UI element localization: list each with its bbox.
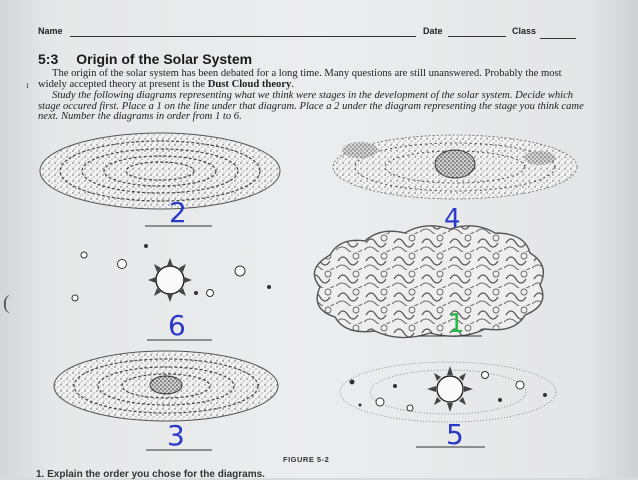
diagram-top-left: [39, 132, 281, 227]
class-line[interactable]: [540, 38, 576, 39]
answer-middle-left: 6: [168, 309, 186, 342]
diagram-middle-right: [313, 225, 544, 339]
name-label: Name: [38, 26, 63, 36]
theory-name: Dust Cloud theory: [207, 78, 292, 90]
instructions-paragraph: Study the following diagrams representin…: [38, 90, 586, 123]
class-label: Class: [512, 26, 537, 36]
section-number: 5:3: [38, 51, 59, 67]
name-line[interactable]: [70, 36, 416, 37]
answer-bottom-left: 3: [167, 419, 185, 452]
answer-top-left: 2: [169, 196, 187, 229]
diagram-bottom-left: [53, 350, 279, 451]
diagram-middle-left: [71, 244, 271, 341]
answer-bottom-right: 5: [446, 418, 464, 451]
answer-top-right: 4: [444, 204, 461, 234]
intro-sentence-2-suffix: .: [291, 78, 294, 90]
margin-paren-mark: (: [3, 292, 10, 314]
intro-paragraph: The origin of the solar system has been …: [38, 68, 586, 90]
intro-sentence-2-prefix: Probably the most widely accepted theory…: [38, 68, 562, 90]
diagram-top-right: [332, 134, 578, 231]
date-label: Date: [423, 26, 443, 36]
margin-dot-mark: ı: [26, 80, 29, 91]
answer-middle-right: 1: [448, 309, 465, 339]
instructions-text: Study the following diagrams representin…: [38, 90, 584, 122]
question-1: 1. Explain the order you chose for the d…: [36, 469, 265, 480]
section-title: Origin of the Solar System: [76, 51, 253, 67]
page-title: 5:3 Origin of the Solar System: [38, 51, 252, 67]
date-line[interactable]: [448, 36, 506, 37]
diagram-bottom-right: [339, 361, 557, 448]
intro-sentence-1: The origin of the solar system has been …: [52, 68, 482, 79]
figure-caption: FIGURE 5-2: [283, 455, 330, 464]
